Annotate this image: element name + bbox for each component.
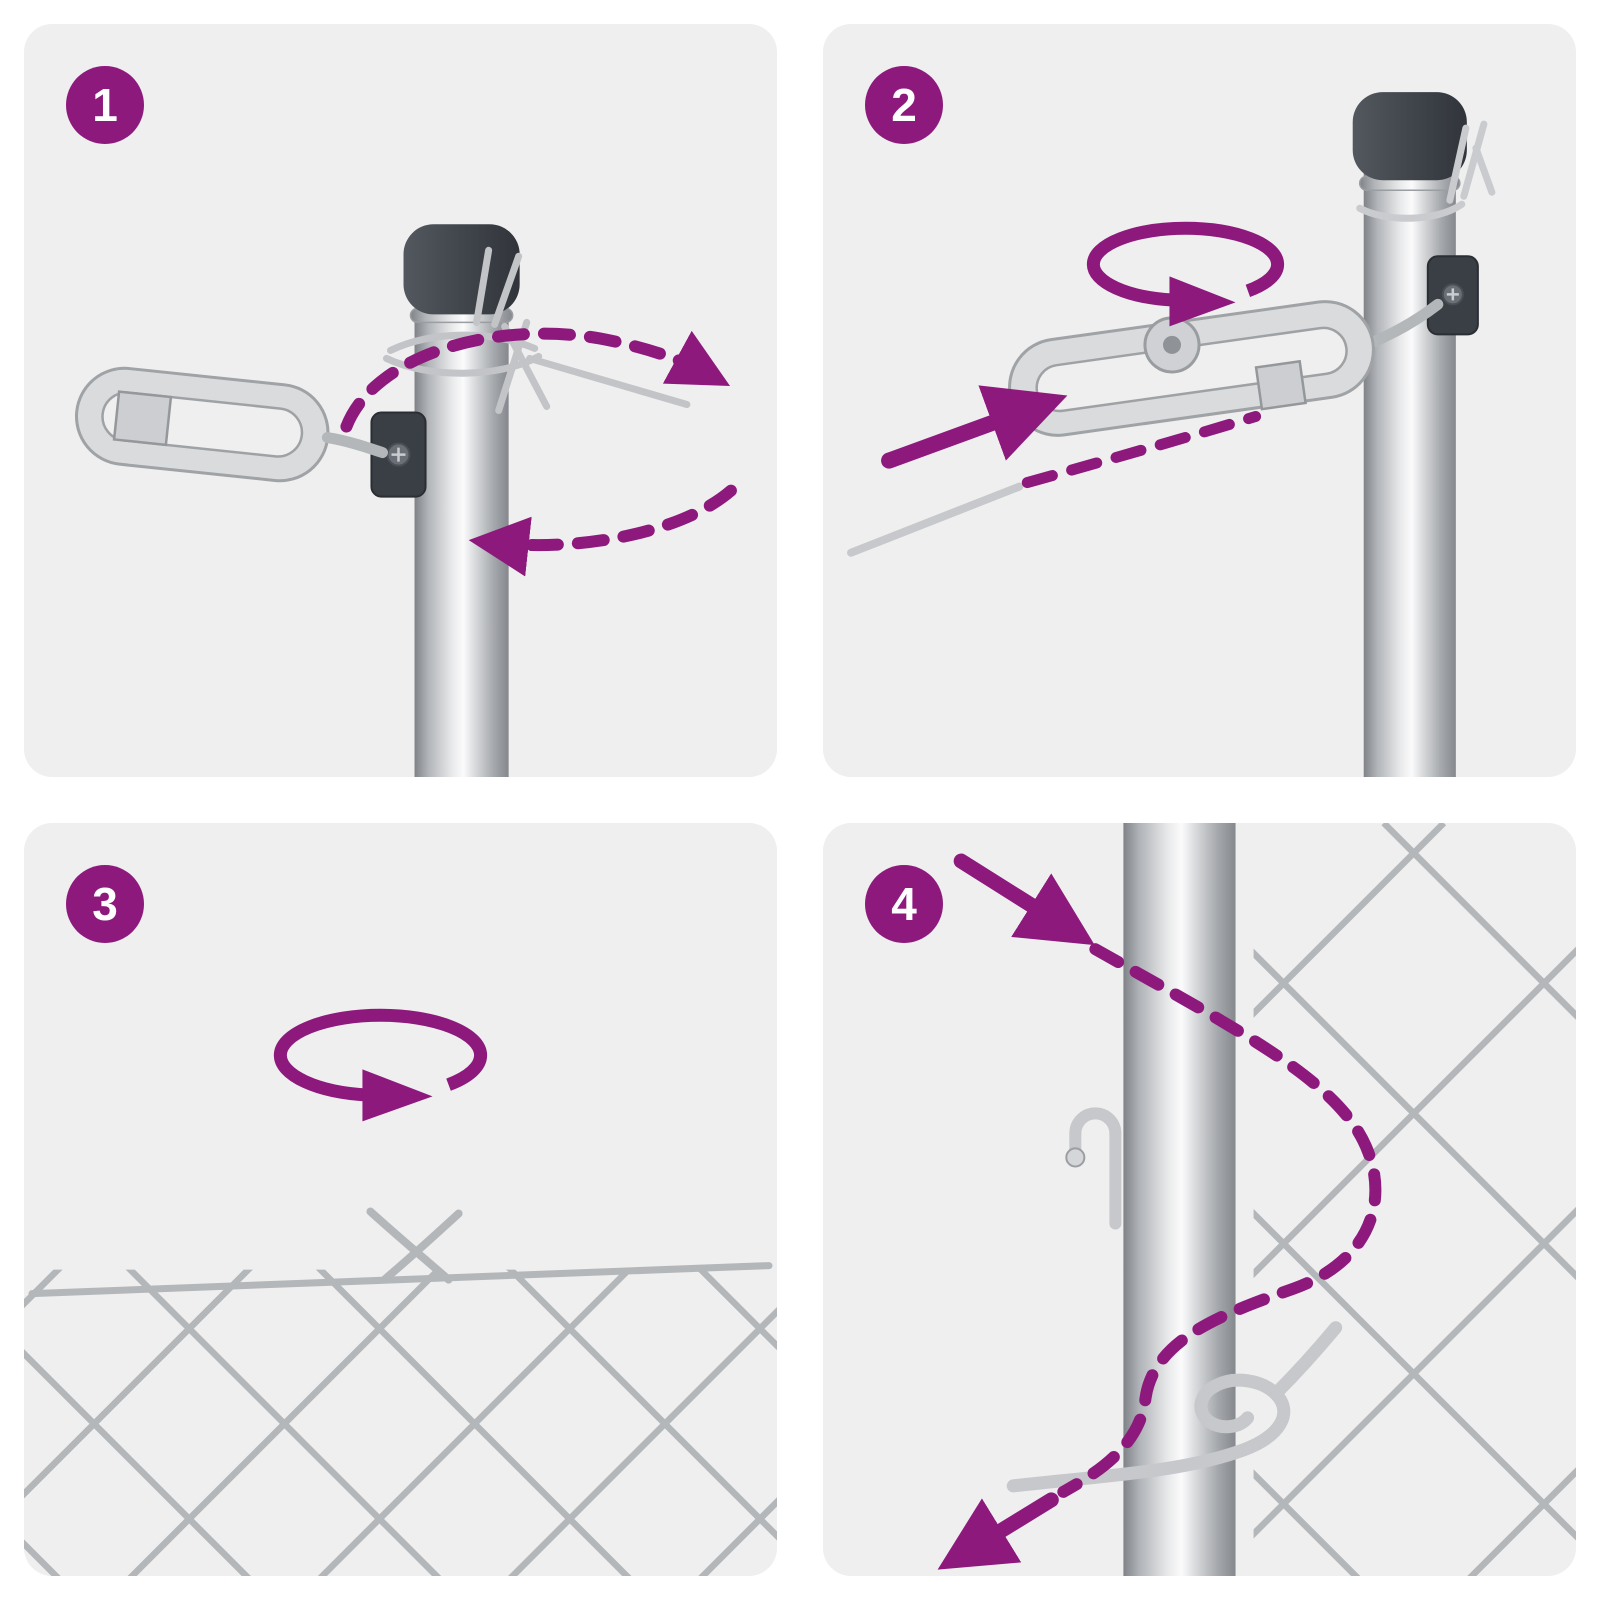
wire-twist [366, 1207, 463, 1284]
step-3-panel: 3 [24, 823, 777, 1576]
chain-link-mesh [24, 1269, 777, 1576]
step-2-number: 2 [891, 79, 917, 131]
thread-arrow-in [953, 853, 1095, 946]
step-3-number: 3 [92, 878, 118, 930]
step-1-panel: 1 [24, 24, 777, 777]
thread-direction-arrows [937, 853, 1382, 1570]
step-1-illustration [74, 224, 737, 777]
step-2-badge: 2 [865, 66, 943, 144]
wrap-arrow-left [468, 484, 737, 577]
step-4-illustration [937, 823, 1576, 1576]
wrap-arrow-right [340, 327, 731, 433]
chain-link-mesh [1253, 823, 1576, 1576]
tensioner-hook [321, 432, 388, 459]
wire-tensioner [1008, 300, 1375, 437]
fence-post [1352, 92, 1467, 777]
tensioner-spindle [112, 390, 173, 447]
thread-arrow-out [937, 1492, 1059, 1570]
tensioner-spindle [1254, 359, 1307, 411]
post-cap [403, 224, 520, 315]
rotate-arrowhead [362, 1069, 433, 1122]
step-4-badge: 4 [865, 865, 943, 943]
step-2-illustration [847, 92, 1496, 777]
rotate-arrowhead [1169, 276, 1236, 327]
step-3-badge: 3 [66, 865, 144, 943]
insert-path-dashed [1021, 411, 1262, 489]
step-4-panel: 4 [823, 823, 1576, 1576]
tensioner-hook [1367, 298, 1444, 348]
tension-wire [847, 482, 1024, 557]
wrap-wire [1356, 120, 1496, 222]
post-cap [1352, 92, 1467, 181]
rotate-arrow [273, 1008, 488, 1122]
insert-arrow [881, 385, 1068, 469]
step-2-panel: 2 [823, 24, 1576, 777]
fence-post [1123, 823, 1236, 1576]
post-bracket [1426, 255, 1479, 336]
tension-wire [28, 1262, 773, 1298]
thread-path-dashed [1057, 943, 1382, 1498]
rotate-arrow [1086, 221, 1285, 327]
wrap-direction-arrows [340, 327, 737, 577]
post-hook [1065, 1107, 1122, 1230]
step-3-illustration [24, 1008, 777, 1576]
step-1-badge: 1 [66, 66, 144, 144]
wire-tensioner [74, 366, 330, 483]
step-1-number: 1 [92, 79, 118, 131]
binding-wire [1006, 1321, 1343, 1493]
step-4-number: 4 [891, 878, 917, 930]
